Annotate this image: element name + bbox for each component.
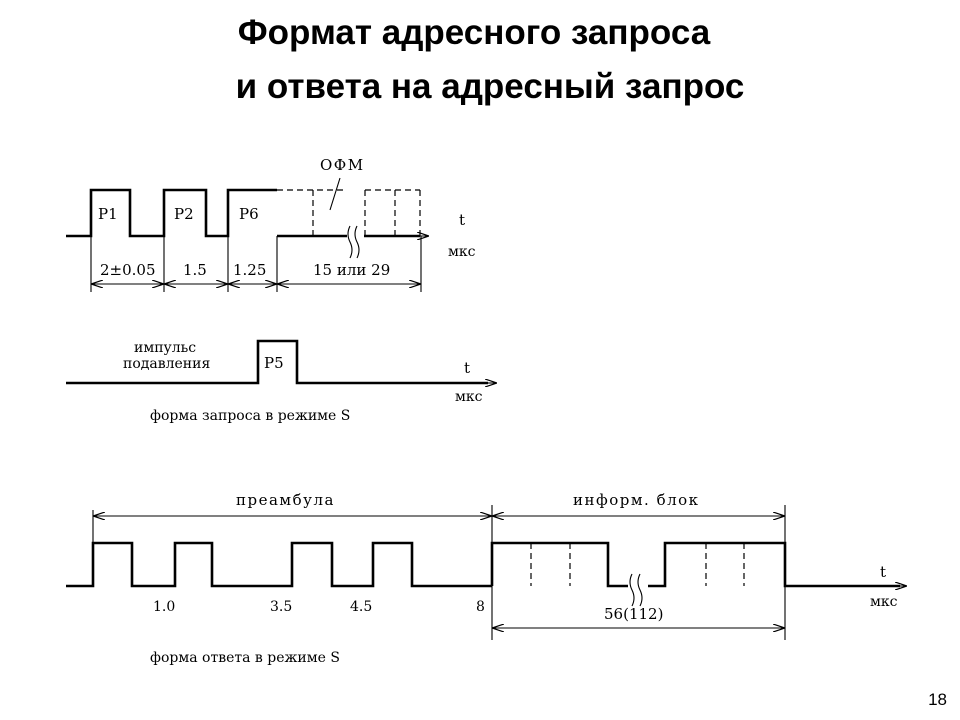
interval-label-2: 1.5 bbox=[183, 261, 207, 279]
axis-break-icon bbox=[347, 225, 360, 259]
preamble-waveform bbox=[66, 541, 492, 588]
preamble-label: преамбула bbox=[236, 491, 335, 509]
info-block-right bbox=[648, 541, 900, 588]
pulse-label-p2: P2 bbox=[174, 205, 194, 223]
page-number: 18 bbox=[928, 690, 947, 709]
axis-break-icon-2 bbox=[629, 573, 643, 607]
ofm-label: ОФМ bbox=[320, 156, 365, 174]
tick-label-4-5: 4.5 bbox=[350, 599, 372, 615]
suppression-label-line2: подавления bbox=[123, 356, 210, 372]
unit-label-3: мкс bbox=[870, 594, 898, 610]
pulse-label-p5: P5 bbox=[264, 354, 284, 372]
suppression-waveform bbox=[66, 339, 488, 385]
t-label-1: t bbox=[459, 211, 465, 229]
pulse-label-p1: P1 bbox=[98, 205, 118, 223]
interrogation-waveform bbox=[66, 188, 277, 238]
ofm-pointer-line bbox=[329, 177, 341, 211]
ofm-dashed-frame bbox=[277, 189, 421, 236]
reply-diagram: преамбула информ. блок 1.0 3.5 4.5 8 56(… bbox=[66, 491, 906, 666]
dimension-extension-lines bbox=[90, 236, 422, 292]
caption-reply: форма ответа в режиме S bbox=[150, 650, 340, 666]
title-line-2: и ответа на адресный запрос bbox=[235, 67, 745, 106]
unit-label-1: мкс bbox=[448, 244, 476, 260]
interval-label-4: 15 или 29 bbox=[313, 261, 390, 279]
suppression-label-line1: импульс bbox=[134, 340, 196, 356]
unit-label-2: мкс bbox=[455, 389, 483, 405]
caption-request: форма запроса в режиме S bbox=[150, 408, 350, 424]
tick-label-3-5: 3.5 bbox=[270, 599, 292, 615]
t-label-2: t bbox=[464, 359, 470, 377]
tick-label-8: 8 bbox=[476, 599, 485, 615]
info-block-label: информ. блок bbox=[573, 491, 700, 509]
info-block-left bbox=[490, 541, 628, 588]
suppression-diagram: импульс подавления P5 t мкс форма запрос… bbox=[66, 339, 496, 424]
title-line-1: Формат адресного запроса bbox=[237, 13, 711, 52]
block-length-label: 56(112) bbox=[604, 605, 663, 623]
interval-label-3: 1.25 bbox=[233, 261, 266, 279]
info-bit-dividers bbox=[530, 543, 745, 586]
interval-label-1: 2±0.05 bbox=[100, 261, 156, 279]
tick-label-1-0: 1.0 bbox=[153, 599, 175, 615]
reply-extension-lines bbox=[92, 505, 786, 640]
pulse-label-p6: P6 bbox=[239, 205, 259, 223]
interrogation-diagram: ОФМ P1 P2 P6 t мкс 2±0.05 1.5 1.25 15 ил… bbox=[66, 156, 476, 292]
t-label-3: t bbox=[880, 563, 886, 581]
